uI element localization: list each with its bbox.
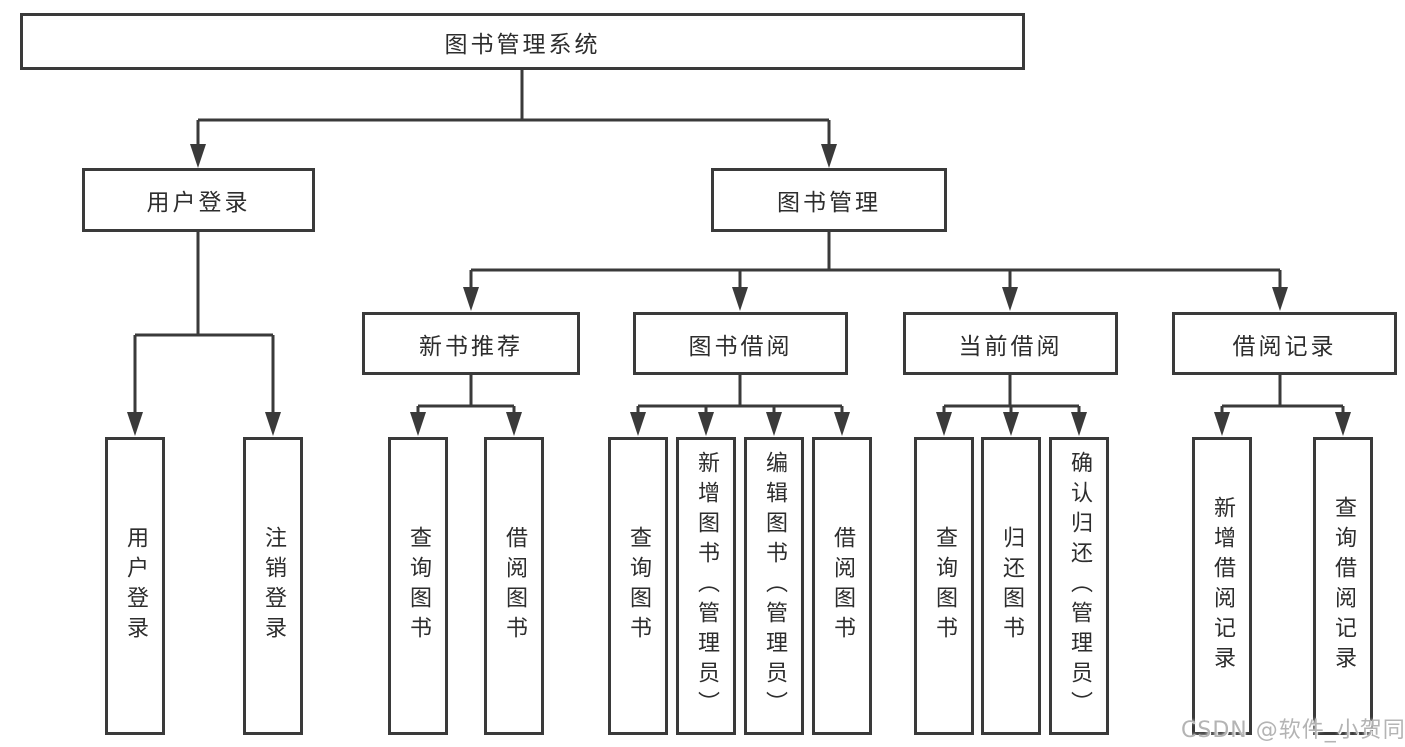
leaf-query-book-current: 查询图书 — [914, 437, 974, 735]
node-book-management: 图书管理 — [711, 168, 947, 232]
leaf-return-book: 归还图书 — [981, 437, 1041, 735]
node-user-login-group: 用户登录 — [82, 168, 315, 232]
leaf-add-borrow-record: 新增借阅记录 — [1192, 437, 1252, 735]
connector-book-management-to-level3 — [463, 232, 1288, 311]
leaf-confirm-return-admin: 确认归还（管理员） — [1049, 437, 1109, 735]
watermark: CSDN @软件_小贺同学 — [1181, 718, 1405, 743]
node-current-borrowing: 当前借阅 — [903, 312, 1118, 375]
connector-root-to-level2 — [190, 70, 837, 168]
leaf-query-book-borrowing: 查询图书 — [608, 437, 668, 735]
node-book-borrowing: 图书借阅 — [633, 312, 848, 375]
leaf-borrow-book-borrowing: 借阅图书 — [812, 437, 872, 735]
leaf-borrow-book-recommend: 借阅图书 — [484, 437, 544, 735]
connector-book-borrowing-group — [630, 375, 850, 436]
node-new-book-recommend: 新书推荐 — [362, 312, 580, 375]
connector-user-login-group — [127, 232, 281, 436]
leaf-add-book-admin: 新增图书（管理员） — [676, 437, 736, 735]
node-borrowing-records: 借阅记录 — [1172, 312, 1397, 375]
leaf-query-book-recommend: 查询图书 — [388, 437, 448, 735]
leaf-query-borrow-record: 查询借阅记录 — [1313, 437, 1373, 735]
leaf-user-login: 用户登录 — [105, 437, 165, 735]
node-root: 图书管理系统 — [20, 13, 1025, 70]
connector-new-book-recommend-group — [410, 375, 522, 436]
leaf-edit-book-admin: 编辑图书（管理员） — [744, 437, 804, 735]
connector-borrowing-records-group — [1214, 375, 1351, 436]
connector-current-borrowing-group — [936, 375, 1087, 436]
leaf-logout: 注销登录 — [243, 437, 303, 735]
